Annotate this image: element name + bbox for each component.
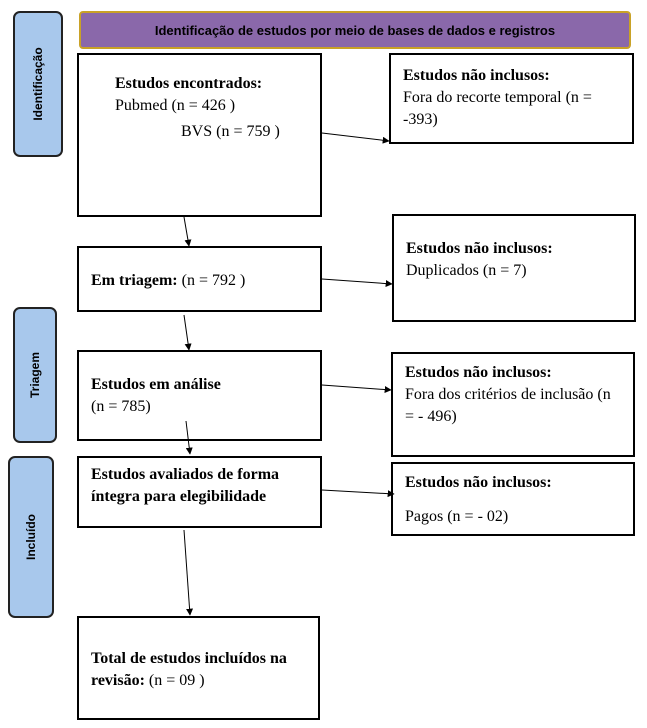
stage-label-identificacao: Identificação xyxy=(13,11,63,157)
excluded-1-text: Fora do recorte temporal (n = -393) xyxy=(403,89,592,128)
box-total: Total de estudos incluídos na revisão: (… xyxy=(77,616,320,720)
excluded-4-title: Estudos não inclusos: xyxy=(405,474,552,491)
arrow-to-excluded-4 xyxy=(321,489,395,498)
total-title: Total de estudos incluídos na revisão: xyxy=(91,650,287,689)
excluded-1-title: Estudos não inclusos: xyxy=(403,67,550,84)
excluded-3-title: Estudos não inclusos: xyxy=(405,364,552,381)
analysis-value: (n = 785) xyxy=(91,398,151,415)
screening-value: (n = 792 ) xyxy=(177,272,246,289)
arrow-to-excluded-1 xyxy=(321,132,390,144)
box-analysis: Estudos em análise (n = 785) xyxy=(77,350,322,441)
stage-label-incluido: Incluído xyxy=(8,456,54,618)
stage-text-triagem: Triagem xyxy=(28,351,42,399)
stage-text-identificacao: Identificação xyxy=(31,47,45,121)
eligibility-title: Estudos avaliados de forma íntegra para … xyxy=(91,466,280,505)
box-screening: Em triagem: (n = 792 ) xyxy=(77,246,322,312)
excluded-4-text: Pagos (n = - 02) xyxy=(405,508,509,525)
box-excluded-3: Estudos não inclusos: Fora dos critérios… xyxy=(391,352,635,457)
arrow-to-excluded-3 xyxy=(321,384,392,394)
box-excluded-4: Estudos não inclusos: Pagos (n = - 02) xyxy=(391,462,635,536)
arrow-found-to-screening xyxy=(183,216,192,247)
stage-text-incluido: Incluído xyxy=(24,514,38,560)
box-excluded-1: Estudos não inclusos: Fora do recorte te… xyxy=(389,53,634,144)
stage-label-triagem: Triagem xyxy=(13,307,57,443)
found-bvs: BVS (n = 759 ) xyxy=(181,123,280,140)
box-found: Estudos encontrados: Pubmed (n = 426 ) B… xyxy=(77,53,322,217)
box-eligibility: Estudos avaliados de forma íntegra para … xyxy=(77,456,322,528)
screening-title: Em triagem: xyxy=(91,272,178,289)
flow-header: Identificação de estudos por meio de bas… xyxy=(79,11,631,49)
arrow-eligibility-to-total xyxy=(183,529,194,616)
found-pubmed: Pubmed (n = 426 ) xyxy=(115,97,236,114)
header-title: Identificação de estudos por meio de bas… xyxy=(154,22,556,38)
arrow-screening-to-analysis xyxy=(183,314,192,351)
found-title: Estudos encontrados: xyxy=(115,75,263,92)
excluded-2-title: Estudos não inclusos: xyxy=(406,240,553,257)
total-value: (n = 09 ) xyxy=(144,672,205,689)
arrow-to-excluded-2 xyxy=(321,278,393,288)
analysis-title: Estudos em análise xyxy=(91,376,221,393)
excluded-3-text: Fora dos critérios de inclusão (n = - 49… xyxy=(405,386,611,425)
box-excluded-2: Estudos não inclusos: Duplicados (n = 7) xyxy=(392,214,636,322)
excluded-2-text: Duplicados (n = 7) xyxy=(406,262,527,279)
